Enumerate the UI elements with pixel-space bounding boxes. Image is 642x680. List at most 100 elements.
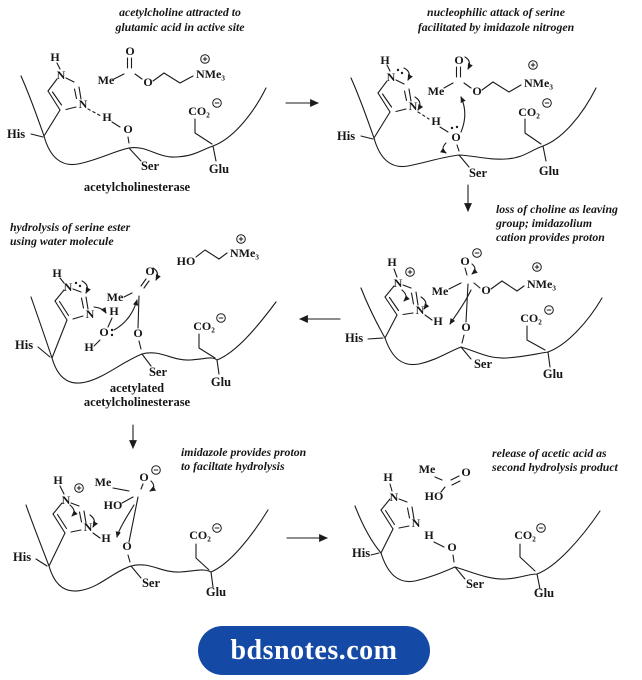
ho-label: HO — [425, 489, 444, 503]
his-bond — [37, 346, 51, 358]
ring-bond — [395, 79, 405, 85]
o-c-bond — [140, 483, 144, 490]
h-label: H — [424, 528, 434, 542]
residue-label-glu: Glu — [543, 367, 563, 381]
ring-bond — [70, 502, 80, 507]
ring-bond — [384, 296, 398, 316]
panel-4-sublabel-line1: acetylated — [110, 381, 164, 395]
co2-label: CO₂ — [193, 319, 215, 333]
n-label: N — [57, 68, 66, 82]
ring-bond — [377, 92, 391, 113]
curved-arrow — [460, 96, 466, 133]
glu-bond — [536, 573, 541, 590]
curved-arrow — [149, 480, 157, 492]
ring-double-bond — [80, 297, 85, 309]
ring-double-bond — [73, 88, 78, 100]
ring-bond — [72, 288, 82, 293]
nh-bond — [56, 62, 61, 70]
n-h-bond — [424, 314, 433, 321]
ser-bond — [460, 346, 472, 360]
residue-label-ser: Ser — [149, 365, 168, 379]
curved-arrow — [403, 67, 413, 81]
me-c-bond — [123, 292, 133, 298]
hydrogen-bond-dashed — [87, 108, 102, 117]
o-label: O — [461, 465, 470, 479]
h-label: H — [52, 266, 62, 280]
backbone-curve — [354, 505, 601, 583]
ring-double-bond — [384, 509, 396, 526]
nh-bond — [393, 268, 398, 278]
panel-3-caption-line2: group; imidazolium — [495, 216, 592, 230]
ch2-bond — [48, 532, 66, 567]
o-label: O — [123, 122, 132, 136]
me-c-bond — [443, 82, 454, 89]
residue-label-glu: Glu — [539, 164, 559, 178]
ring-bond — [54, 289, 65, 302]
glu-bond — [216, 359, 220, 375]
panel-1-caption-line2: glutamic acid in active site — [114, 20, 244, 34]
ring-double-bond — [410, 292, 415, 305]
minus-charge-icon — [542, 98, 552, 108]
co2-label: CO₂ — [518, 105, 540, 119]
choline-chain — [195, 249, 228, 260]
bdsnotes-badge[interactable]: bdsnotes.com — [198, 626, 430, 675]
me-c-bond — [113, 73, 125, 80]
curved-arrow — [89, 514, 99, 528]
residue-label-his: His — [7, 127, 25, 141]
hydrogen-bond-dashed — [417, 111, 430, 120]
c-ho-bond — [440, 486, 446, 493]
me-label: Me — [107, 290, 124, 304]
residue-label-ser: Ser — [142, 576, 161, 590]
o-label: O — [472, 84, 481, 98]
panel-3-curved-arrows — [401, 263, 478, 325]
panel-1: acetylcholine attracted to glutamic acid… — [7, 5, 267, 194]
o-ser-bond — [127, 136, 130, 144]
ser-bond — [458, 154, 470, 168]
c-o-bond — [128, 496, 139, 543]
carbonyl-double-bond — [140, 278, 147, 287]
ring-double-bond — [406, 507, 411, 519]
glu-bond — [542, 145, 547, 162]
ring-double-bond — [388, 296, 400, 312]
ring-double-bond — [403, 90, 408, 102]
h-label: H — [50, 50, 60, 64]
residue-label-ser: Ser — [469, 166, 488, 180]
residue-label-ser: Ser — [141, 159, 160, 173]
minus-charge-icon — [544, 305, 554, 315]
reaction-arrows — [129, 99, 472, 542]
carbonyl-double-bond — [450, 475, 460, 481]
panel-5-caption-line1: imidazole provides proton — [181, 445, 306, 459]
h-o-bond — [439, 126, 449, 133]
ring-bond — [65, 106, 77, 111]
o-label: O — [481, 283, 490, 297]
curved-arrow — [115, 504, 135, 538]
me-c-bond — [434, 476, 443, 481]
residue-label-ser: Ser — [466, 577, 485, 591]
ho-label: HO — [104, 498, 123, 512]
ring-bond — [72, 315, 84, 320]
ring-double-bond — [58, 300, 70, 317]
n-label: N — [387, 70, 396, 84]
nh-bond — [386, 64, 391, 72]
choline-chain — [481, 81, 522, 93]
ring-bond — [384, 285, 395, 298]
ser-bond — [141, 353, 152, 367]
curved-arrow — [449, 289, 472, 325]
ho-c-bond — [121, 496, 134, 504]
o-label: O — [139, 470, 148, 484]
o-label: O — [145, 264, 154, 278]
n-label: N — [409, 99, 418, 113]
ring-bond — [52, 513, 66, 534]
ho-label: HO — [177, 254, 196, 268]
h-label: H — [380, 53, 390, 67]
ring-bond — [78, 86, 82, 100]
carbonyl-double-bond — [143, 280, 150, 289]
ring-bond — [85, 296, 89, 310]
me-c-bond — [112, 487, 130, 492]
me-label: Me — [95, 475, 112, 489]
curved-arrow — [401, 289, 410, 302]
o-ser-bond — [127, 554, 131, 563]
c-o-bond — [137, 295, 140, 329]
panel-1-caption-line1: acetylcholine attracted to — [119, 5, 241, 19]
